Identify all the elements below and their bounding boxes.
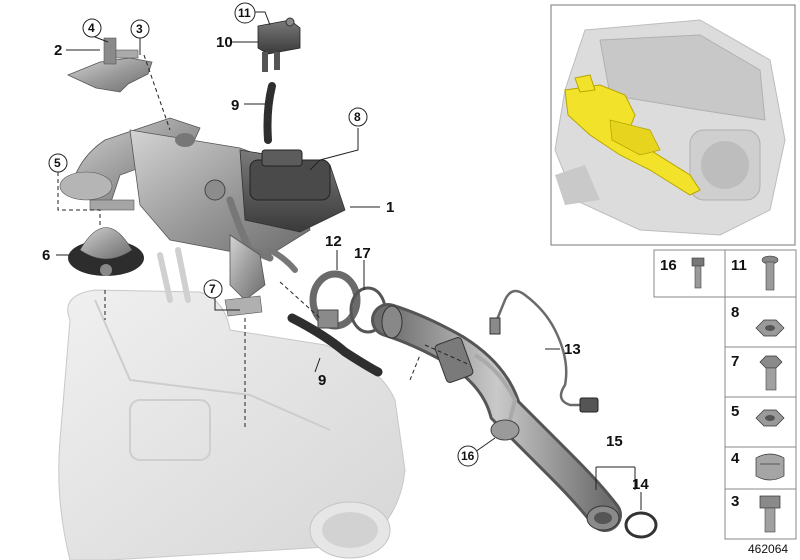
callout-11: 11	[238, 6, 251, 20]
legend-5: 5	[731, 403, 739, 420]
fastener-legend: 16 11 8 7 5 4 3	[653, 249, 797, 540]
bolt-16-icon	[691, 257, 705, 289]
egr-cooler-unit	[59, 117, 346, 317]
vacuum-hose-upper	[263, 82, 276, 144]
v-band-clamp	[309, 270, 361, 330]
callout-13: 13	[564, 341, 581, 358]
nut-8-icon	[755, 319, 785, 337]
circled-callout-8: 8	[348, 107, 368, 127]
circled-callout-4: 4	[82, 18, 102, 38]
legend-4: 4	[731, 450, 740, 467]
callout-1: 1	[386, 199, 394, 216]
circled-callout-16: 16	[457, 445, 479, 467]
exhaust-pipe	[371, 303, 622, 532]
callout-16: 16	[461, 449, 475, 463]
circled-callout-5: 5	[48, 153, 68, 173]
ghost-particulate-filter	[58, 247, 406, 560]
callout-6: 6	[42, 247, 50, 264]
nut-5-icon	[755, 409, 785, 427]
callout-4: 4	[88, 21, 95, 35]
callout-12: 12	[325, 233, 342, 250]
callout-14: 14	[632, 476, 649, 493]
clip-4-icon	[755, 453, 785, 481]
bolt-11-icon	[761, 255, 779, 291]
callout-10: 10	[216, 34, 233, 51]
legend-16: 16	[660, 257, 677, 274]
location-inset	[550, 4, 796, 246]
callouts: 1 2 3 4 5 6 7 8 9 9 10 11 12 13	[42, 2, 649, 493]
exhaust-temperature-sensor	[489, 289, 599, 413]
circled-callout-11: 11	[234, 2, 256, 24]
callout-7: 7	[209, 282, 216, 296]
callout-15: 15	[606, 433, 623, 450]
legend-11: 11	[731, 257, 747, 274]
circled-callout-7: 7	[203, 279, 223, 299]
callout-17: 17	[354, 245, 371, 262]
callout-8: 8	[354, 110, 361, 124]
callout-9-lower: 9	[318, 372, 326, 389]
pressure-sensor	[257, 17, 301, 72]
highlighted-part	[564, 74, 701, 196]
legend-7: 7	[731, 353, 739, 370]
bolt-3-icon	[759, 495, 781, 533]
sealing-ring	[624, 511, 658, 539]
vacuum-hose-lower	[287, 313, 383, 377]
callout-2: 2	[54, 42, 62, 59]
callout-3: 3	[136, 22, 143, 36]
legend-8: 8	[731, 304, 739, 321]
leader-lines	[56, 11, 642, 510]
gasket-seal	[68, 227, 144, 276]
heat-shield	[66, 37, 153, 93]
callout-9-upper: 9	[231, 97, 239, 114]
callout-5: 5	[54, 156, 61, 170]
legend-3: 3	[731, 493, 739, 510]
diagram-id: 462064	[748, 542, 788, 556]
circled-callout-3: 3	[130, 19, 150, 39]
bolt-7-icon	[759, 355, 783, 391]
